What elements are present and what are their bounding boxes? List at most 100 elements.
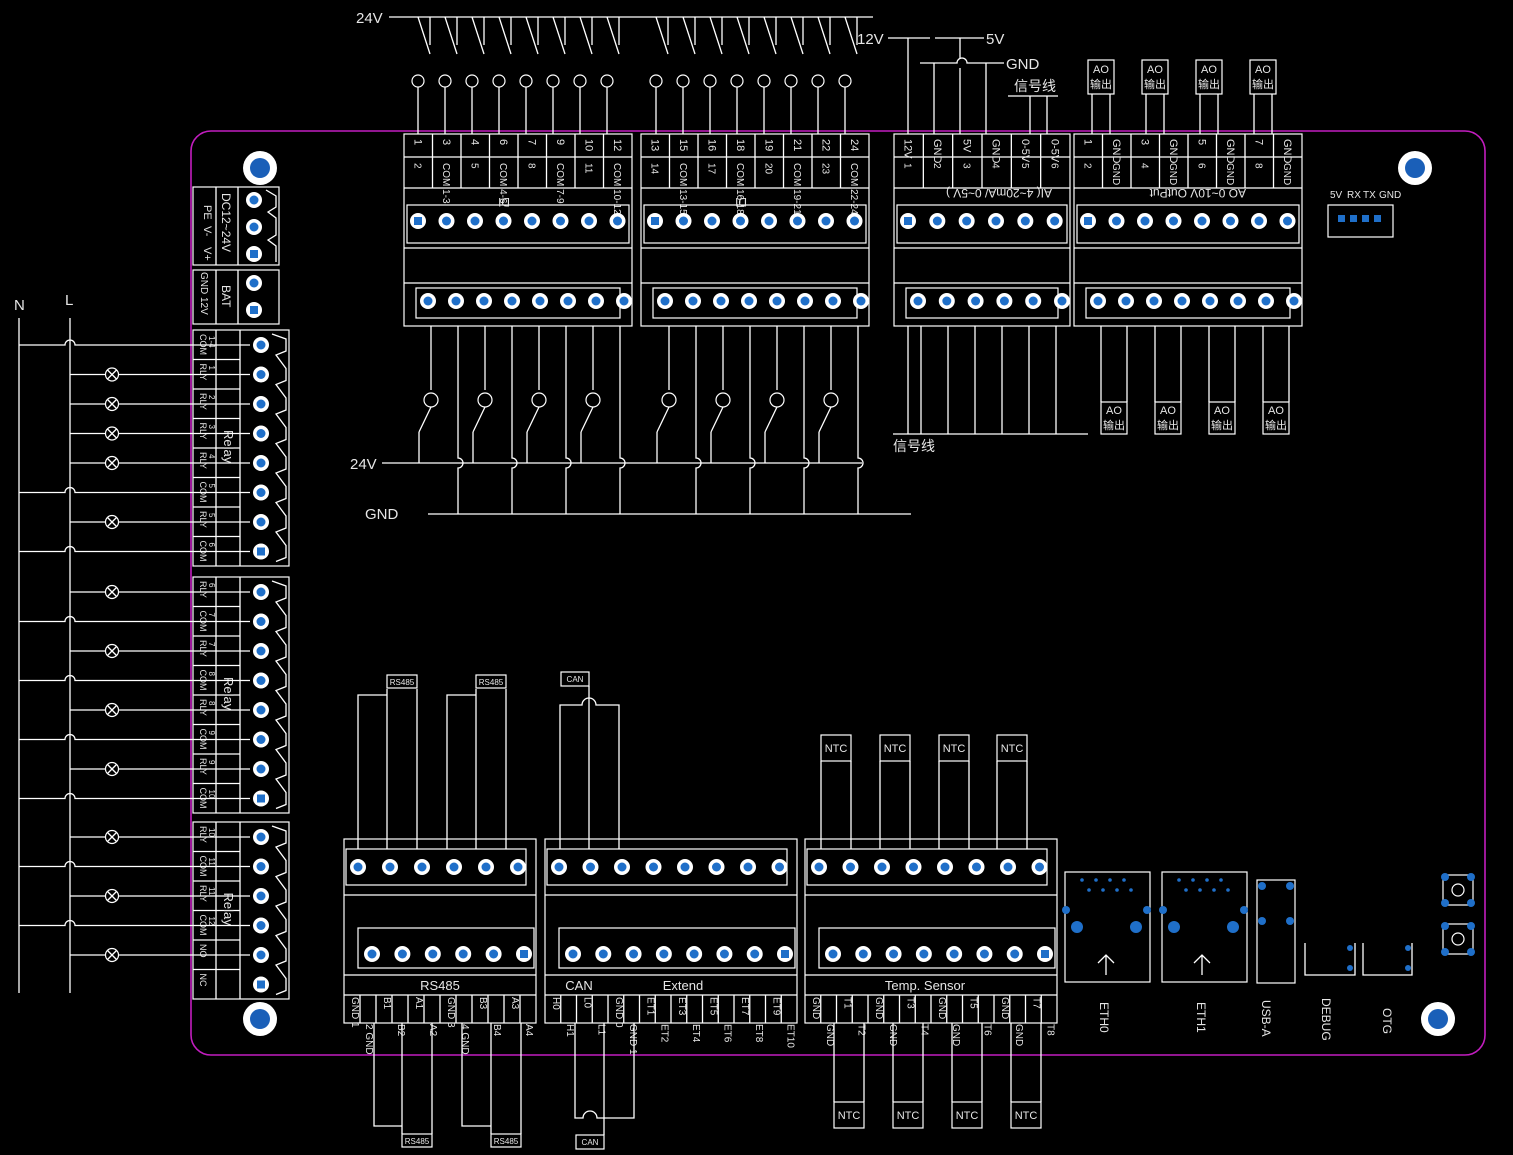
ai-block-pin [991, 216, 1001, 226]
debug-port[interactable] [1304, 943, 1356, 976]
switch-contact-icon [546, 74, 560, 88]
temp-block-pin [814, 862, 824, 872]
lamp-icon [104, 829, 120, 845]
wire [19, 674, 250, 682]
wire [19, 339, 250, 346]
eth1-port[interactable] [1159, 871, 1248, 983]
lamp-icon-cross [107, 458, 117, 468]
rs485-block-pin [385, 862, 395, 872]
relay1-block-pin-label: 6 [207, 543, 216, 548]
ao-tag-line2: 输出 [1198, 77, 1220, 91]
extend-block-bottom-label: ET2 [659, 1024, 670, 1043]
ai-block-bottom-label: 3 [960, 163, 971, 169]
switch-icon [817, 16, 831, 55]
ao-block-bottom-label: 8 [1252, 163, 1263, 169]
ao-block-pin [1205, 296, 1215, 306]
ao-block-top-label: 1 [1081, 139, 1093, 145]
ao-output-tag [1141, 59, 1169, 95]
relay3-block-pin [256, 921, 266, 930]
wire [803, 326, 810, 514]
extend-block-title: Extend [663, 978, 703, 993]
temp-block-pin [1003, 862, 1013, 872]
ntc-tag-label: NTC [825, 743, 848, 755]
supply-gnd-top-label: GND [1006, 56, 1040, 73]
rs485-block-pin [417, 862, 427, 872]
connector-outline [271, 333, 287, 563]
di1-block-top-label: 1 [411, 139, 423, 145]
ao-tag-line2: 输出 [1252, 77, 1274, 91]
ao-block-pin [1254, 216, 1264, 226]
mount-hole-top-right [1398, 151, 1432, 185]
rs485-block-pin [353, 862, 363, 872]
rs485-block-pin [367, 949, 377, 959]
board-outline [190, 130, 1486, 1056]
power-vplus-label: V+ [201, 247, 213, 261]
relay1-block-pin-label: 1 [207, 366, 216, 371]
ntc-tag-label: NTC [884, 743, 907, 755]
ntc-tag-label: NTC [956, 1110, 979, 1122]
temp-block-bottom-label: T2 [856, 1024, 867, 1036]
reset-button[interactable] [1441, 873, 1475, 907]
extend-block-top-label: ET9 [771, 997, 782, 1016]
ai-block-pin [913, 296, 923, 306]
battery-gnd-label: GND [198, 272, 209, 294]
ao-block-top-label: GND [1224, 139, 1236, 164]
lamp-icon-cross [107, 517, 117, 527]
uart-rx-label: RX [1347, 190, 1361, 201]
lamp-icon-cross [107, 369, 117, 380]
eth-pin [1198, 888, 1202, 892]
di1-block-pin [451, 296, 461, 306]
ao-tag-line2: 输出 [1144, 77, 1166, 91]
wire [857, 326, 864, 514]
power-vminus-label: V- [201, 226, 213, 237]
relay1-block-pin [256, 370, 266, 379]
ao-output-tag [1195, 59, 1223, 95]
relay3-block-pin-label: NC [198, 974, 208, 987]
boot-button[interactable] [1441, 922, 1475, 956]
switch-icon [763, 16, 777, 55]
usba-port[interactable] [1256, 879, 1296, 984]
switch-contact-icon [661, 392, 677, 408]
temp-block-bottom-label: T4 [919, 1024, 930, 1036]
rs485-tag [475, 674, 507, 689]
extend-block-pin [712, 862, 721, 872]
rs485-block-pin [520, 950, 528, 958]
ntc-tag-label: NTC [1015, 1110, 1038, 1122]
supply-24v-bottom-label: 24V [350, 456, 377, 473]
ai-block-bottom-label: 6 [1048, 163, 1059, 169]
lamp-icon [104, 761, 120, 777]
ntc-tag [1010, 1101, 1042, 1129]
otg-port[interactable] [1362, 943, 1413, 976]
relay3-block-pin-label: RLY [198, 885, 208, 902]
can-tag-label: CAN [567, 675, 584, 684]
relay1-block-pin [256, 488, 266, 497]
supply-24v-top-label: 24V [356, 10, 383, 27]
ntc-tag [820, 734, 852, 762]
di2-block-top-label: 21 [791, 139, 803, 151]
ao-tag-line2: 输出 [1211, 418, 1233, 432]
connector-outline [265, 189, 277, 262]
lamp-icon [104, 584, 120, 600]
uart-pin [1374, 215, 1381, 222]
eth-pin [1094, 878, 1098, 882]
di2-block-pin [651, 217, 659, 225]
switch-contact-icon [423, 392, 439, 408]
eth0-port[interactable] [1062, 871, 1151, 983]
relay3-block-pin-label: 11 [207, 887, 216, 896]
rs485-tag [386, 674, 418, 689]
temp-block-top-label: GND [810, 997, 821, 1019]
di1-block-pin [479, 296, 489, 306]
switch-icon [418, 406, 432, 433]
extend-block-pin [689, 949, 699, 959]
ai-block-top-label: 0-5V [1048, 139, 1060, 163]
signal-line-top-label: 信号线 [1014, 78, 1056, 94]
power-terminal-block [192, 186, 280, 266]
relay1-block-pin-label: 1-4 [207, 336, 216, 348]
lamp-icon-cross [107, 646, 117, 656]
extend-can-title: CAN [565, 978, 592, 993]
supply-gnd-bottom-label: GND [365, 506, 399, 523]
relay3-block-pin-label: 12 [207, 917, 216, 926]
switch-icon [682, 16, 696, 55]
di1-block-pin [556, 216, 565, 226]
